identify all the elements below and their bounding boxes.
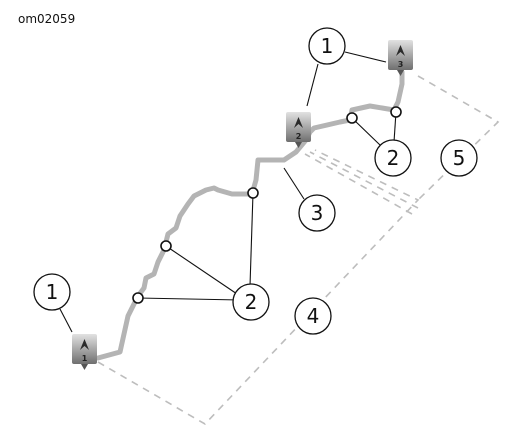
flag-icon <box>294 117 303 128</box>
route-end-marker: 3 <box>388 40 413 76</box>
callout-4: 4 <box>294 297 332 335</box>
waypoint <box>390 106 402 118</box>
leader-line <box>137 297 241 301</box>
figure-id: om02059 <box>18 12 76 26</box>
leader-line <box>59 308 73 333</box>
waypoint <box>160 240 172 252</box>
waypoint <box>346 112 358 124</box>
svg-text:2: 2 <box>245 290 258 314</box>
leader-line <box>351 117 381 146</box>
leader-line <box>344 51 387 63</box>
marker-number: 2 <box>296 132 302 141</box>
marker-number: 3 <box>398 60 404 69</box>
waypoints <box>132 106 402 304</box>
leader-line <box>283 167 305 200</box>
callout-2-upper: 2 <box>374 139 412 177</box>
svg-text:3: 3 <box>311 201 324 225</box>
svg-text:5: 5 <box>453 146 466 170</box>
svg-text:2: 2 <box>387 146 400 170</box>
route-start-marker: 1 <box>72 334 97 370</box>
svg-text:1: 1 <box>321 34 334 58</box>
leader-lines <box>59 51 397 333</box>
callout-5: 5 <box>440 139 478 177</box>
flag-icon <box>80 339 89 350</box>
waypoint <box>132 292 144 304</box>
leader-line <box>249 192 254 287</box>
flag-icon <box>396 45 405 56</box>
marker-number: 1 <box>82 354 88 363</box>
callout-3: 3 <box>298 194 336 232</box>
leader-line <box>306 63 319 107</box>
callout-1-end: 1 <box>308 27 346 65</box>
callout-1-start: 1 <box>33 273 71 311</box>
waypoint <box>247 187 259 199</box>
svg-text:4: 4 <box>307 304 320 328</box>
leader-line <box>165 245 241 297</box>
callout-2-lower: 2 <box>232 283 270 321</box>
svg-text:1: 1 <box>46 280 59 304</box>
route-via-marker: 2 <box>286 112 311 148</box>
